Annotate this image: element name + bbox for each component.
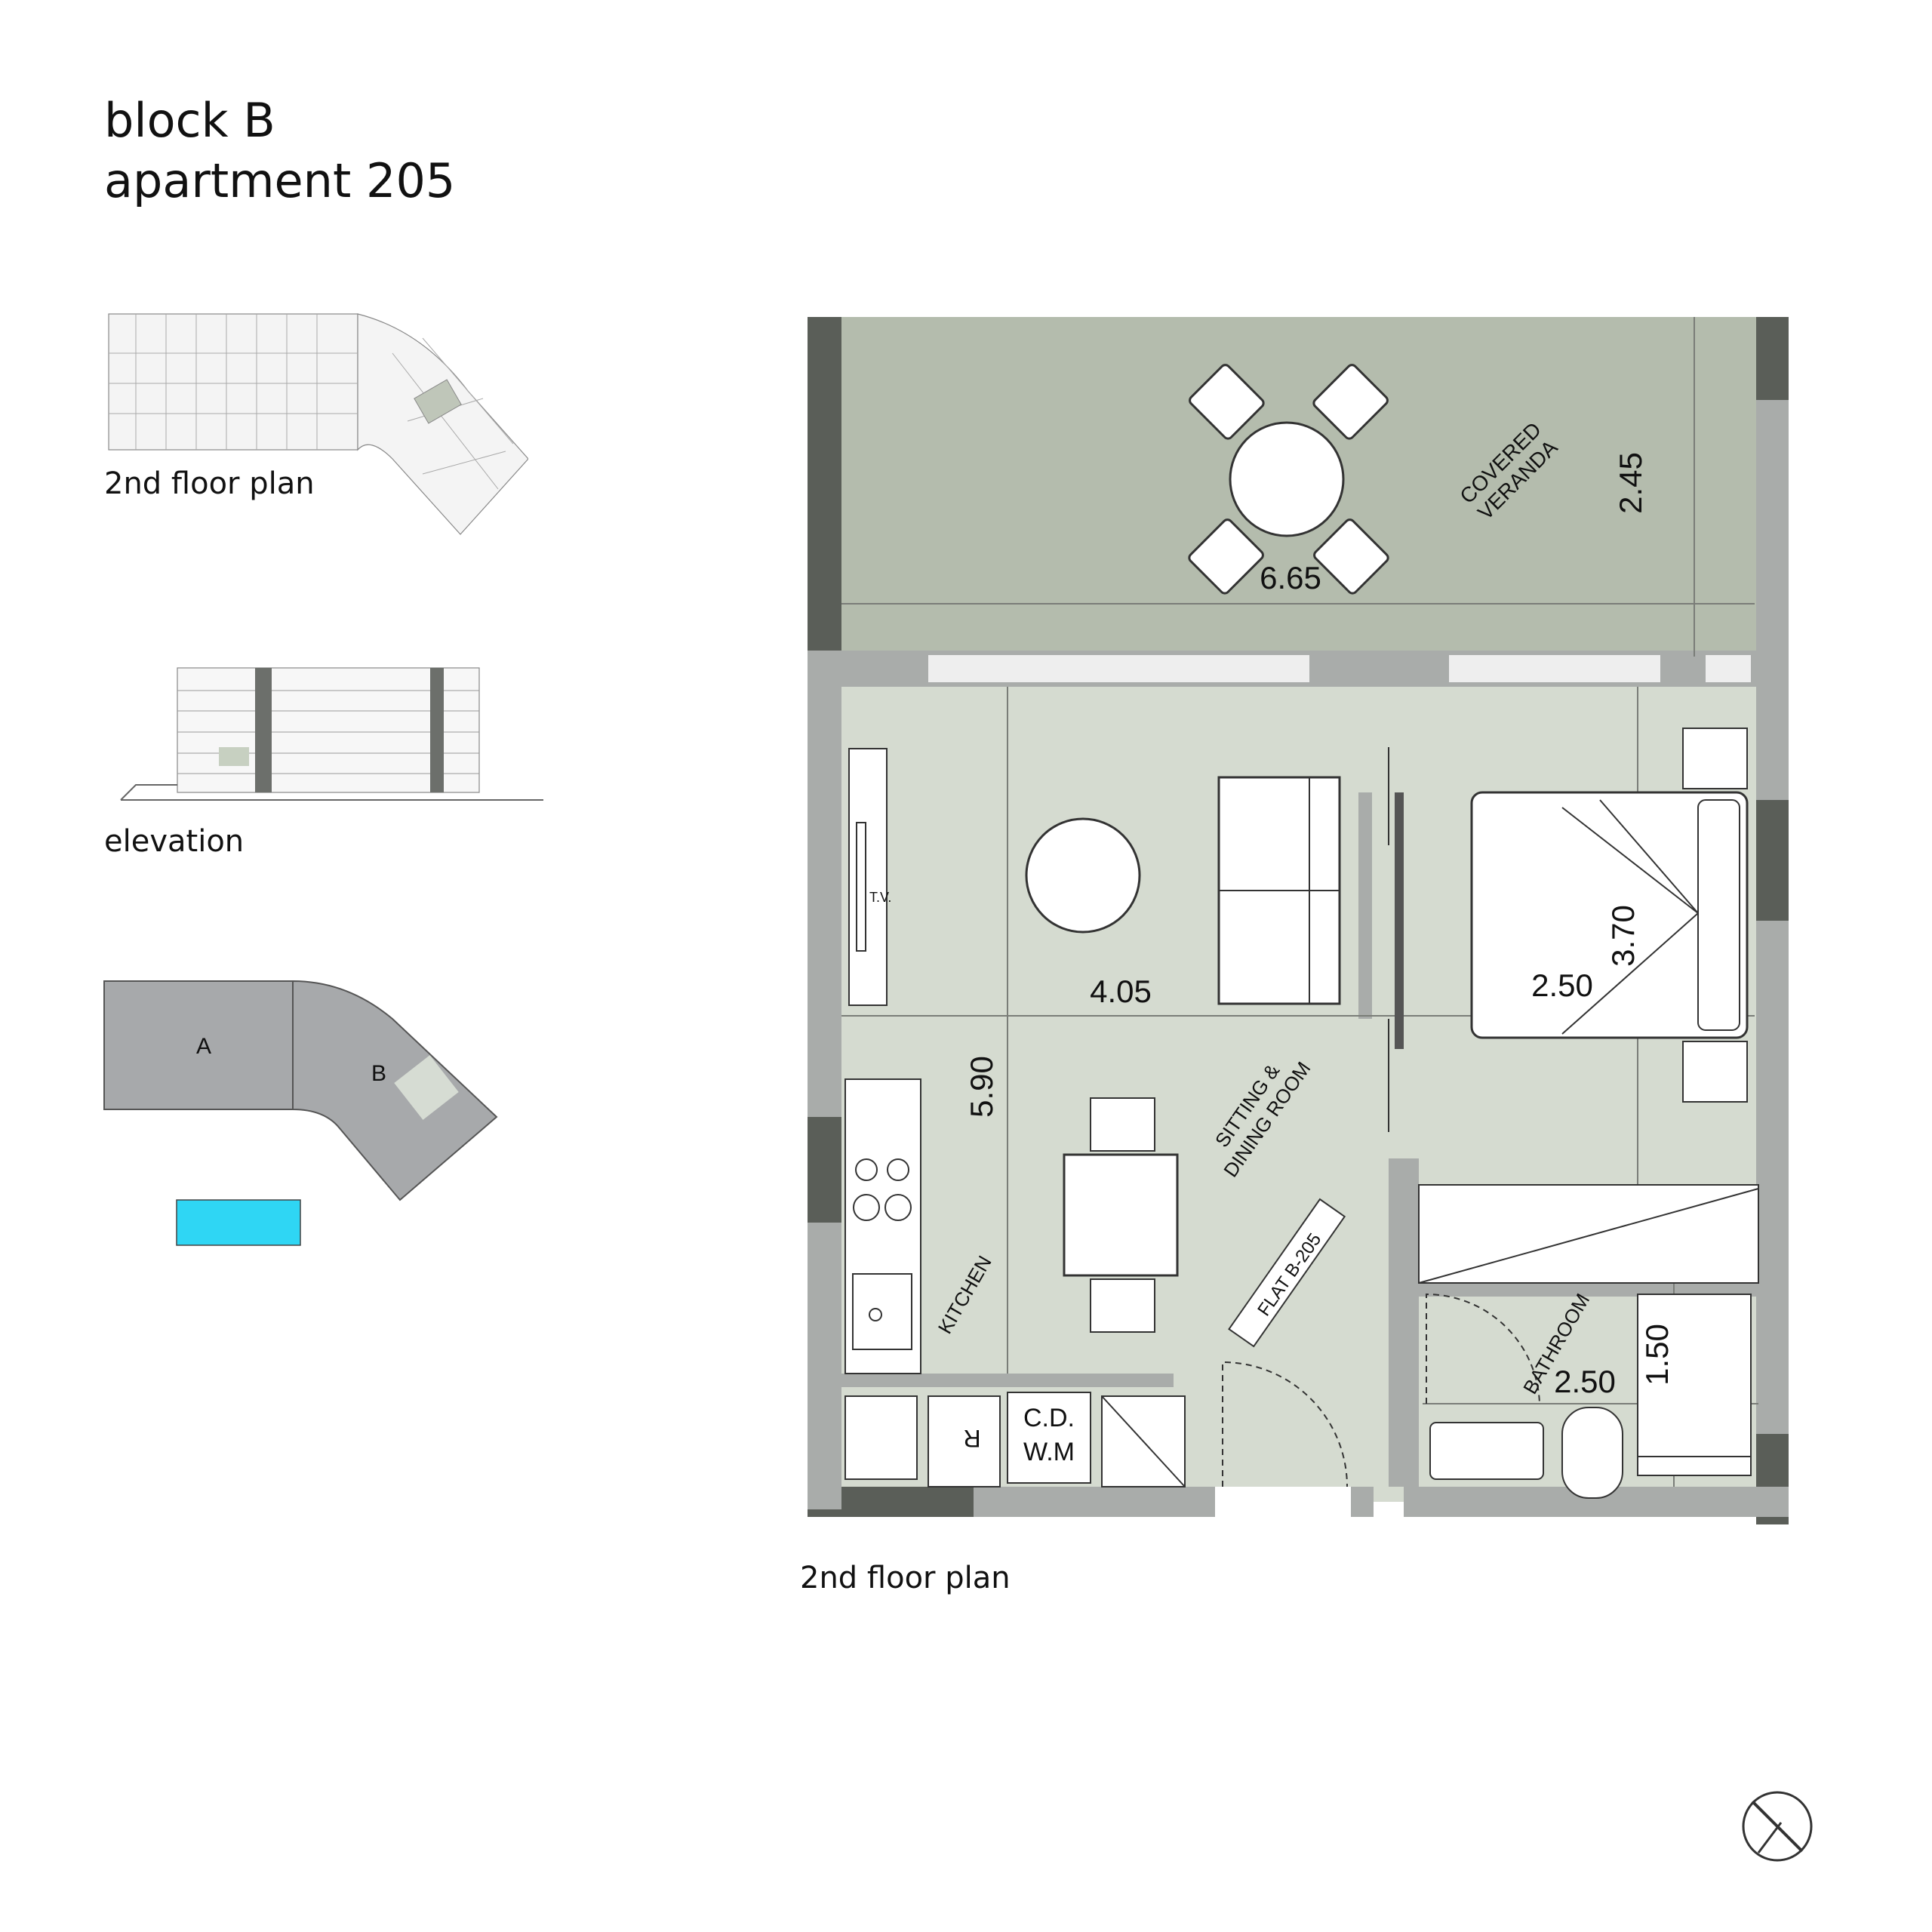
apartment-title: apartment 205 — [104, 153, 456, 208]
dim-overall-depth: 5.90 — [964, 1056, 999, 1118]
dim-sitting-width: 4.05 — [1090, 974, 1152, 1009]
block-b-label: B — [371, 1061, 386, 1086]
apartment-highlight — [394, 1055, 459, 1120]
main-floor-plan: COVERED VERANDA 6.65 2.45 T.V. 4.05 2.50… — [808, 317, 1789, 1524]
site-plan: A B — [103, 980, 498, 1246]
dim-veranda-depth: 2.45 — [1613, 452, 1648, 514]
plan-caption: 2nd floor plan — [800, 1561, 1011, 1595]
dim-bedroom-width: 2.50 — [1531, 968, 1593, 1003]
cd-label: C.D. — [1023, 1404, 1075, 1432]
block-title: block B — [104, 93, 275, 148]
dim-veranda-width: 6.65 — [1260, 560, 1321, 595]
dim-bedroom-depth: 3.70 — [1605, 905, 1641, 967]
dim-bathroom-depth: 1.50 — [1639, 1324, 1675, 1386]
floor-plan-thumbnail — [108, 313, 528, 535]
fridge-label: R — [963, 1425, 980, 1452]
tv-label: T.V. — [869, 890, 891, 905]
floor-plan-caption: 2nd floor plan — [104, 466, 315, 501]
wm-label: W.M — [1023, 1438, 1075, 1466]
page-title: block B apartment 205 — [104, 91, 455, 211]
block-a-label: A — [196, 1034, 211, 1059]
elevation-caption: elevation — [104, 824, 245, 859]
dim-bathroom-width: 2.50 — [1554, 1364, 1616, 1399]
elevation-thumbnail — [120, 667, 543, 801]
north-arrow-icon — [1742, 1791, 1813, 1862]
pool-shape — [176, 1199, 301, 1246]
block-b-shape — [292, 980, 498, 1201]
